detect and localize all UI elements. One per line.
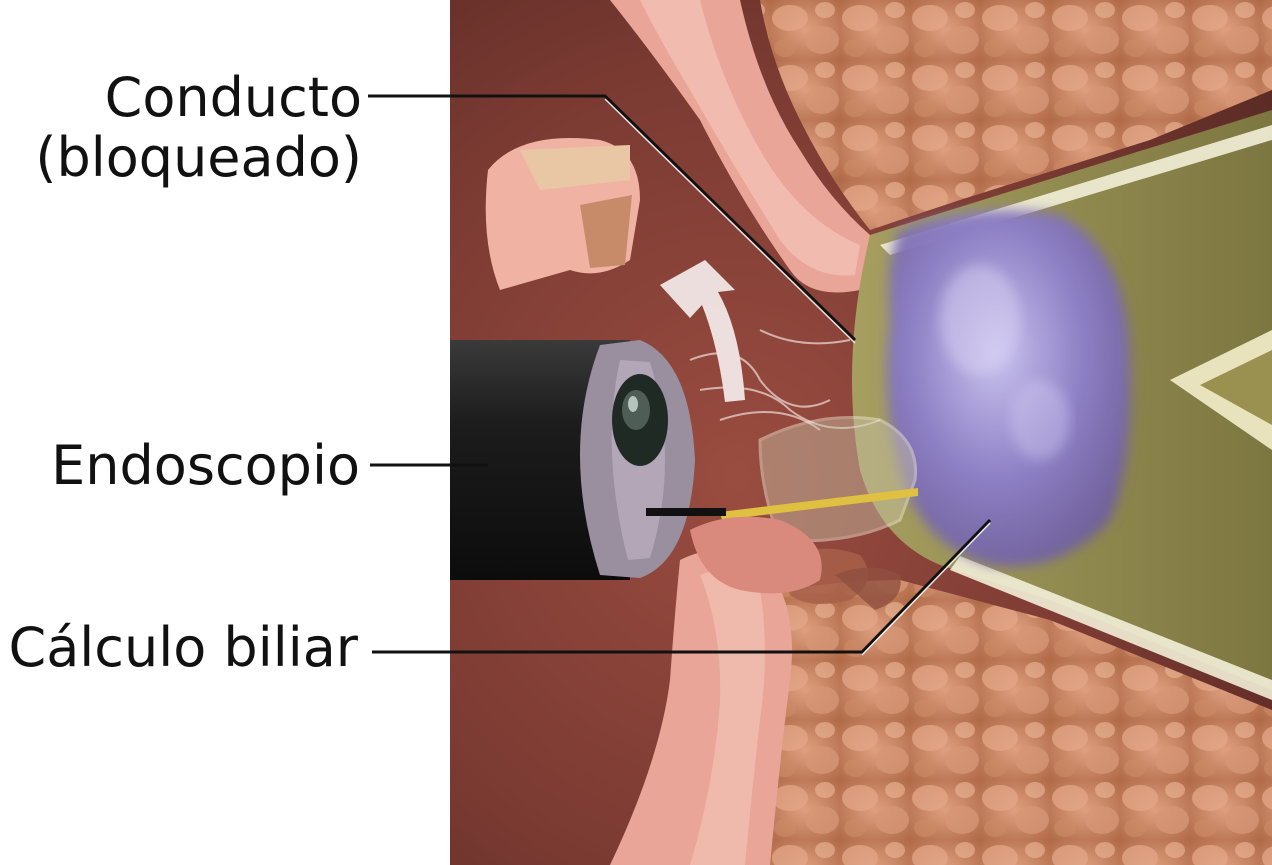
- label-gallstone: Cálculo biliar: [9, 618, 359, 678]
- ampulla-fold: [486, 138, 640, 290]
- label-duct-line1: Conducto: [35, 68, 362, 128]
- label-duct-blocked: Conducto (bloqueado): [35, 68, 362, 188]
- gallstone: [887, 210, 1131, 567]
- label-endoscope: Endoscopio: [51, 436, 360, 496]
- label-duct-line2: (bloqueado): [35, 128, 362, 188]
